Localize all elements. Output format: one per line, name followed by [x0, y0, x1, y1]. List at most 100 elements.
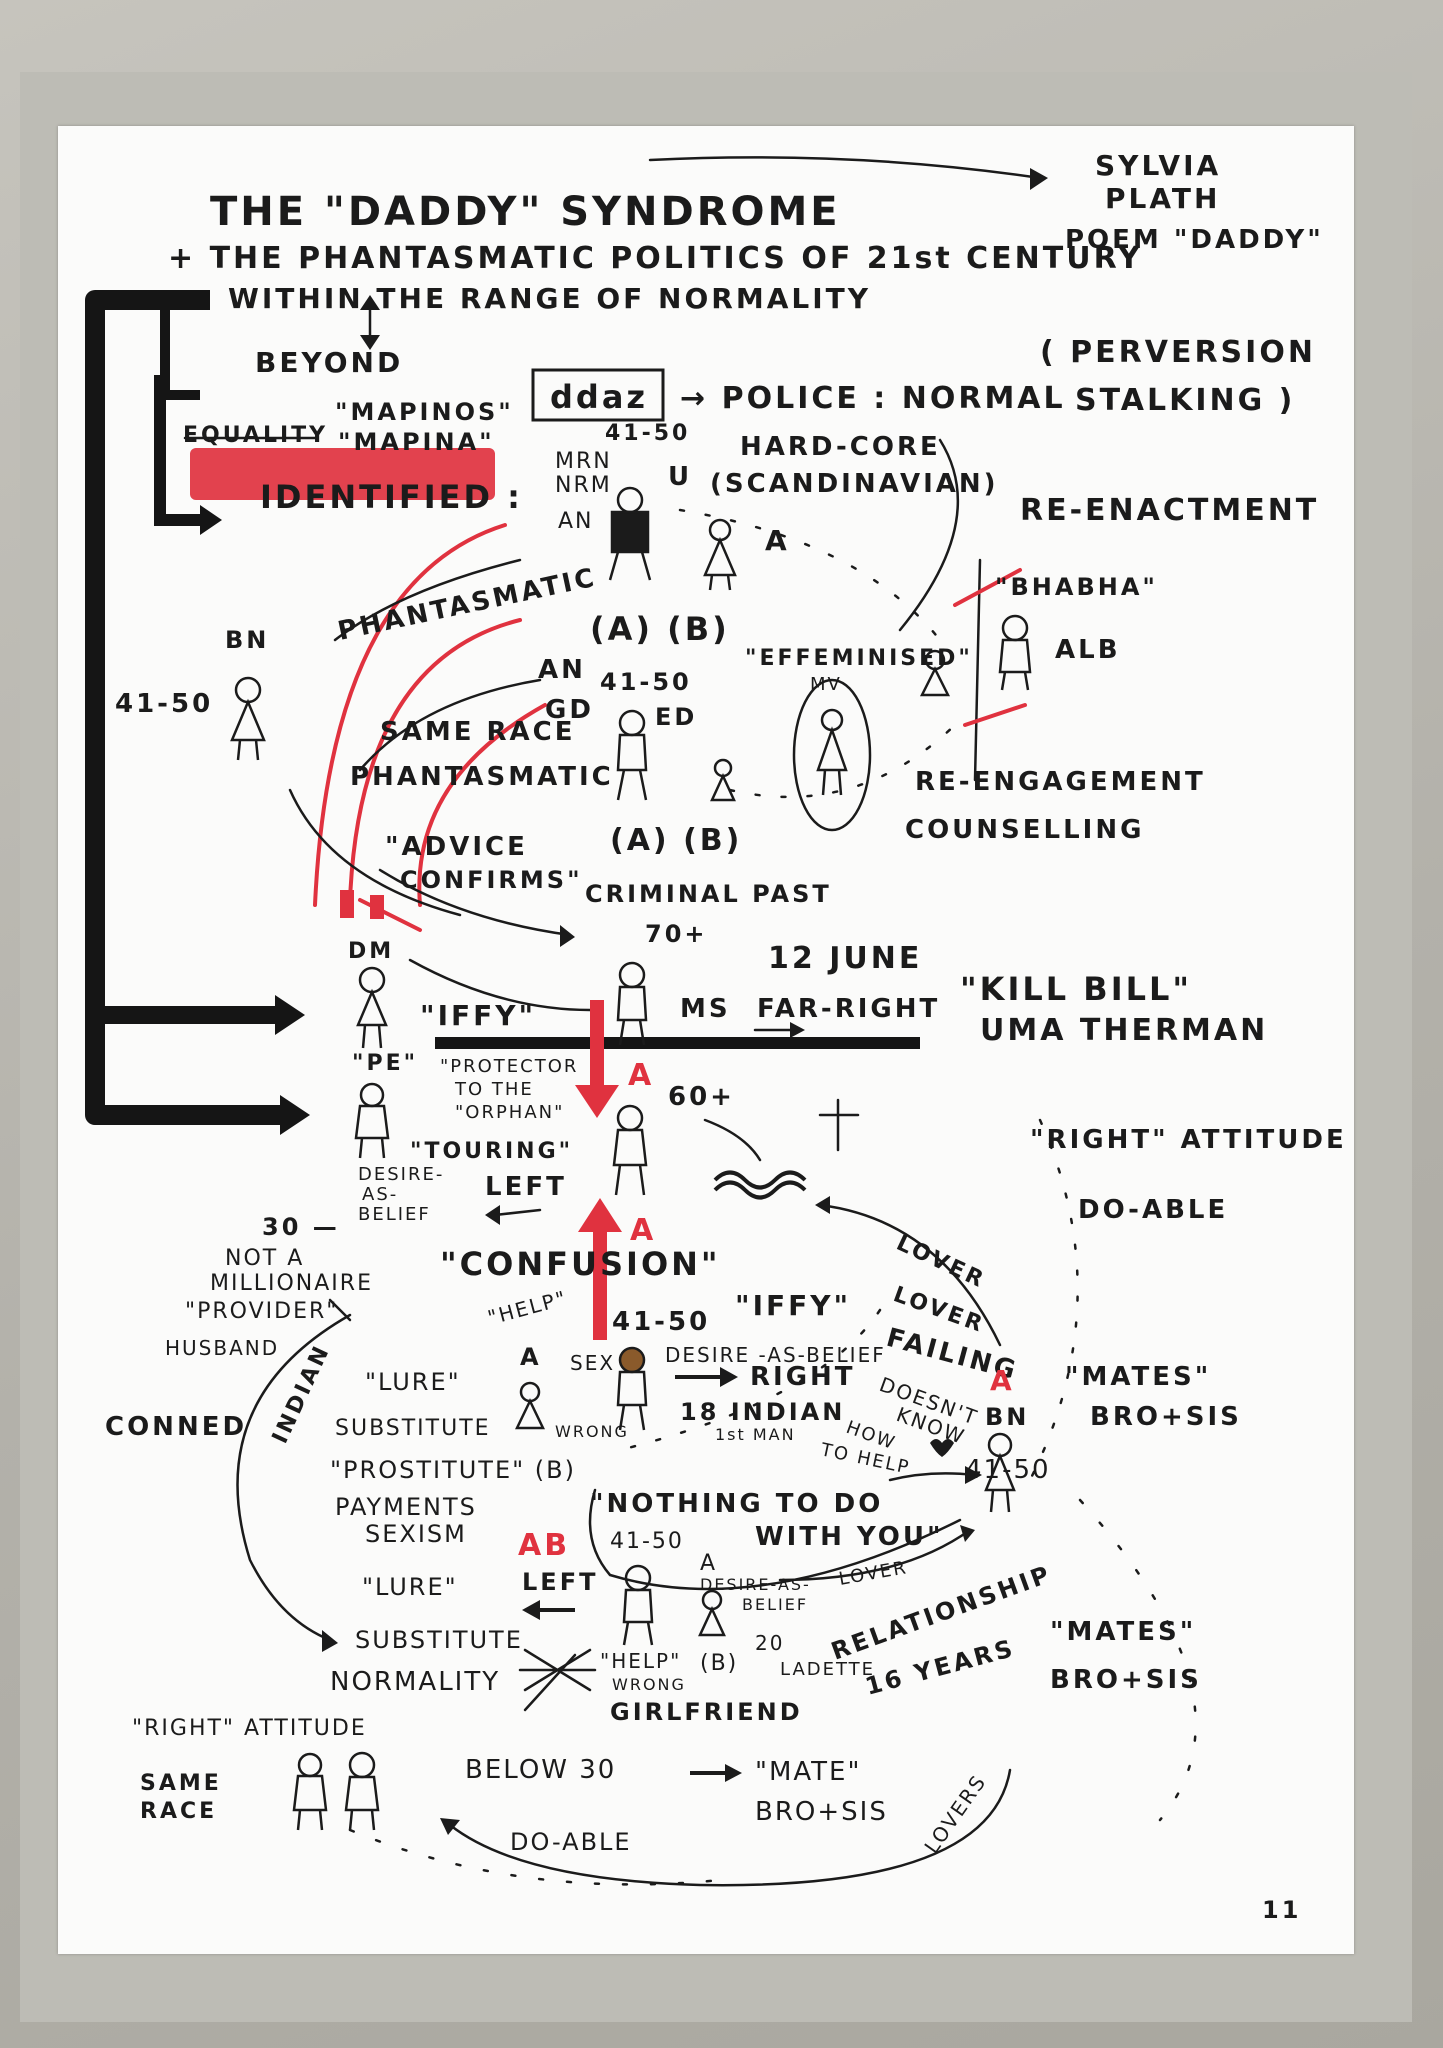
ab-red-label: AB [518, 1528, 570, 1563]
age-left: 41-50 [115, 689, 213, 719]
thirty-label: 30 — [262, 1213, 340, 1241]
help-2-label: "HELP" [600, 1649, 681, 1673]
desire-line-3: BELIEF [358, 1204, 431, 1225]
ddaz-box [531, 368, 665, 422]
girlfriend-label: GIRLFRIEND [610, 1698, 803, 1726]
nothing-label: "NOTHING TO DO [590, 1489, 883, 1519]
wrong-label: WRONG [555, 1422, 629, 1441]
identified-label: IDENTIFIED : [260, 478, 523, 516]
farright-label: FAR-RIGHT [757, 994, 940, 1024]
millionaire-label: MILLIONAIRE [210, 1271, 373, 1296]
left-bracket [85, 290, 310, 1135]
protector-line-1: "PROTECTOR [440, 1056, 578, 1077]
prostitute-label: "PROSTITUTE" (B) [330, 1456, 576, 1484]
brosis-3-label: BRO+SIS [755, 1797, 888, 1827]
stick-figures [230, 486, 1032, 1831]
title-line-2: + THE PHANTASMATIC POLITICS OF 21st CENT… [168, 241, 1143, 276]
desire-line-2: AS- [362, 1184, 398, 1205]
substitute-2-label: SUBSTITUTE [355, 1626, 523, 1654]
wrong-2-label: WRONG [612, 1675, 686, 1694]
protector-line-3: "ORPHAN" [455, 1102, 564, 1123]
mapinos-label: "MAPINOS" [335, 398, 514, 426]
killbill-label: "KILL BILL" [960, 970, 1192, 1008]
pe-label: "PE" [352, 1051, 418, 1076]
a-label-top: A [765, 524, 790, 557]
not-a-label: NOT A [225, 1246, 304, 1271]
iffy-label: "IFFY" [420, 999, 536, 1032]
lure-1-label: "LURE" [365, 1368, 461, 1396]
a-small-label: A [700, 1551, 717, 1576]
age-mid: 41-50 [600, 668, 692, 696]
to-help-label: TO HELP [818, 1439, 912, 1479]
ms-label: MS [680, 994, 731, 1024]
mapina-label: "MAPINA" [338, 428, 495, 456]
ref-sylvia: SYLVIA [1095, 149, 1221, 182]
sexism-label: SEXISM [365, 1520, 467, 1548]
beyond-label: BEYOND [255, 346, 403, 379]
sex-label: SEX [570, 1351, 615, 1375]
confirms-label: CONFIRMS" [400, 866, 583, 894]
age-top: 41-50 [605, 421, 690, 446]
ref-poem-daddy: POEM "DADDY" [1065, 225, 1324, 255]
an-label: AN [558, 509, 594, 534]
normality-label: NORMALITY [330, 1667, 500, 1697]
lure-2-label: "LURE" [362, 1573, 458, 1601]
age-4150-label: 41-50 [612, 1307, 710, 1337]
red-a-2: A [630, 1213, 656, 1248]
conned-label: CONNED [105, 1412, 247, 1442]
mates-1-label: "MATES" [1065, 1362, 1211, 1392]
counselling-label: COUNSELLING [905, 815, 1144, 845]
uma-label: UMA THERMAN [980, 1013, 1268, 1048]
eighteen-indian-label: 18 INDIAN [680, 1398, 845, 1426]
reengagement-label: RE-ENGAGEMENT [915, 767, 1206, 797]
samerace-label: SAME RACE [380, 717, 576, 747]
a-mid-label: A [520, 1343, 542, 1371]
bn-label: BN [225, 626, 269, 654]
title-line-1: THE "DADDY" SYNDROME [210, 189, 841, 235]
bn-2-label: BN [985, 1403, 1029, 1431]
iffy-2-label: "IFFY" [735, 1289, 851, 1322]
hardcore-label: HARD-CORE [740, 432, 941, 462]
first-man-label: 1st MAN [715, 1425, 796, 1444]
mates-2-label: "MATES" [1050, 1617, 1196, 1647]
age-60-label: 60+ [668, 1082, 735, 1112]
brosis-2-label: BRO+SIS [1050, 1665, 1202, 1695]
stalking-label: STALKING ) [1075, 383, 1295, 418]
twenty-label: 20 [755, 1631, 784, 1655]
ref-plath: PLATH [1105, 182, 1220, 215]
mate-label: "MATE" [755, 1757, 861, 1787]
lover-3-label: LOVER [837, 1557, 909, 1590]
doable-2-label: DO-ABLE [510, 1828, 632, 1856]
same-label: SAME [140, 1771, 222, 1796]
effeminised-label: "EFFEMINISED" [745, 646, 973, 671]
ddaz-label: ddaz [550, 378, 648, 416]
nrm-label: NRM [555, 473, 612, 498]
u-label: U [668, 462, 692, 492]
age-4150b-label: 41-50 [965, 1455, 1051, 1485]
brosis-1-label: BRO+SIS [1090, 1402, 1242, 1432]
doable-label: DO-ABLE [1078, 1195, 1228, 1225]
age-4150c-label: 41-50 [610, 1529, 684, 1554]
right-label: RIGHT [750, 1362, 856, 1392]
phantasmatic2-label: PHANTASMATIC [350, 762, 614, 792]
right-attitude-2-label: "RIGHT" ATTITUDE [132, 1716, 367, 1741]
below-30-label: BELOW 30 [465, 1755, 616, 1785]
mv-label: MV [810, 674, 842, 695]
left-label: LEFT [485, 1172, 567, 1202]
help-label: "HELP" [485, 1286, 570, 1330]
age-70-label: 70+ [645, 920, 708, 948]
red-a-1: A [628, 1058, 654, 1093]
red-a-3: A [990, 1364, 1015, 1397]
ladette-label: LADETTE [780, 1659, 875, 1680]
protector-line-2: TO THE [454, 1079, 534, 1100]
alb-label: ALB [1055, 635, 1121, 665]
race-label: RACE [140, 1799, 217, 1824]
ed-label: ED [655, 703, 697, 731]
belief-2-label: BELIEF [742, 1595, 808, 1614]
gd-label: GD [545, 695, 594, 725]
touring-label: "TOURING" [410, 1139, 573, 1164]
criminal-past-label: CRIMINAL PAST [585, 880, 832, 908]
ab-bracket-mid: (A) (B) [610, 823, 742, 858]
desire-line-1: DESIRE- [358, 1164, 444, 1185]
husband-label: HUSBAND [165, 1336, 279, 1360]
